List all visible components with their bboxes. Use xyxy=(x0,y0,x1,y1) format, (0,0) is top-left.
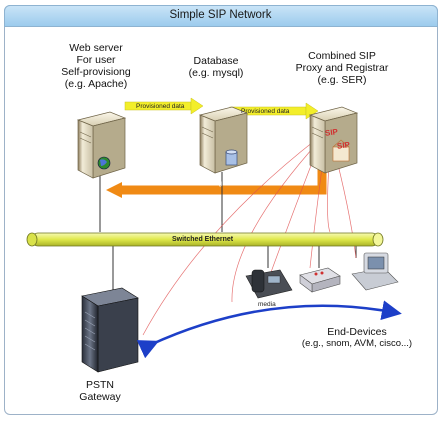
switched-ethernet-bus xyxy=(26,232,384,247)
web-server-icon xyxy=(76,111,127,179)
label-line: End-Devices xyxy=(327,326,387,338)
switched-ethernet-label: Switched Ethernet xyxy=(172,236,234,243)
sip-proxy-server-icon xyxy=(308,106,359,174)
bus-connection-lines xyxy=(99,172,357,296)
web-server-label: Web server For user Self-provisiong (e.g… xyxy=(46,42,146,90)
label-line: Web server xyxy=(69,42,123,54)
label-line: (e.g. Apache) xyxy=(64,78,128,90)
label-line: Proxy and Registrar xyxy=(295,62,389,74)
title-bar xyxy=(4,5,438,27)
sip-badge: SIP xyxy=(336,140,351,151)
ip-phone-icon xyxy=(245,269,293,299)
pstn-gateway-icon xyxy=(81,287,139,373)
label-line: Combined SIP xyxy=(308,50,376,62)
database-label: Database (e.g. mysql) xyxy=(176,55,256,79)
label-line: For user xyxy=(76,54,116,66)
database-server-icon xyxy=(198,106,249,174)
video-phone-icon xyxy=(351,252,399,291)
accounting-data-label: Accounting Data xyxy=(190,180,238,187)
provisioned-arrow-1 xyxy=(124,97,204,115)
provisioned-data-label: Provisioned data xyxy=(136,103,185,110)
sip-proxy-label: Combined SIP Proxy and Registrar (e.g. S… xyxy=(282,50,402,86)
diagram-title: Simple SIP Network xyxy=(169,9,272,21)
label-line: Database xyxy=(193,55,239,67)
label-line: (e.g. mysql) xyxy=(188,67,244,79)
end-devices-label: End-Devices (e.g., snom, AVM, cisco...) xyxy=(282,326,432,350)
media-label: media xyxy=(258,301,276,308)
pstn-gateway-label: PSTN Gateway xyxy=(70,379,130,403)
label-line: Self-provisiong xyxy=(61,66,131,78)
provisioned-data-label: Provisioned data xyxy=(241,108,290,115)
avm-router-icon xyxy=(299,267,341,293)
label-line: PSTN xyxy=(85,379,114,391)
label-line: (e.g., snom, AVM, cisco...) xyxy=(301,338,413,349)
media-arc xyxy=(136,300,402,359)
label-line: (e.g. SER) xyxy=(317,74,367,86)
sip-badge: SIP xyxy=(324,127,339,138)
label-line: Gateway xyxy=(79,391,121,403)
